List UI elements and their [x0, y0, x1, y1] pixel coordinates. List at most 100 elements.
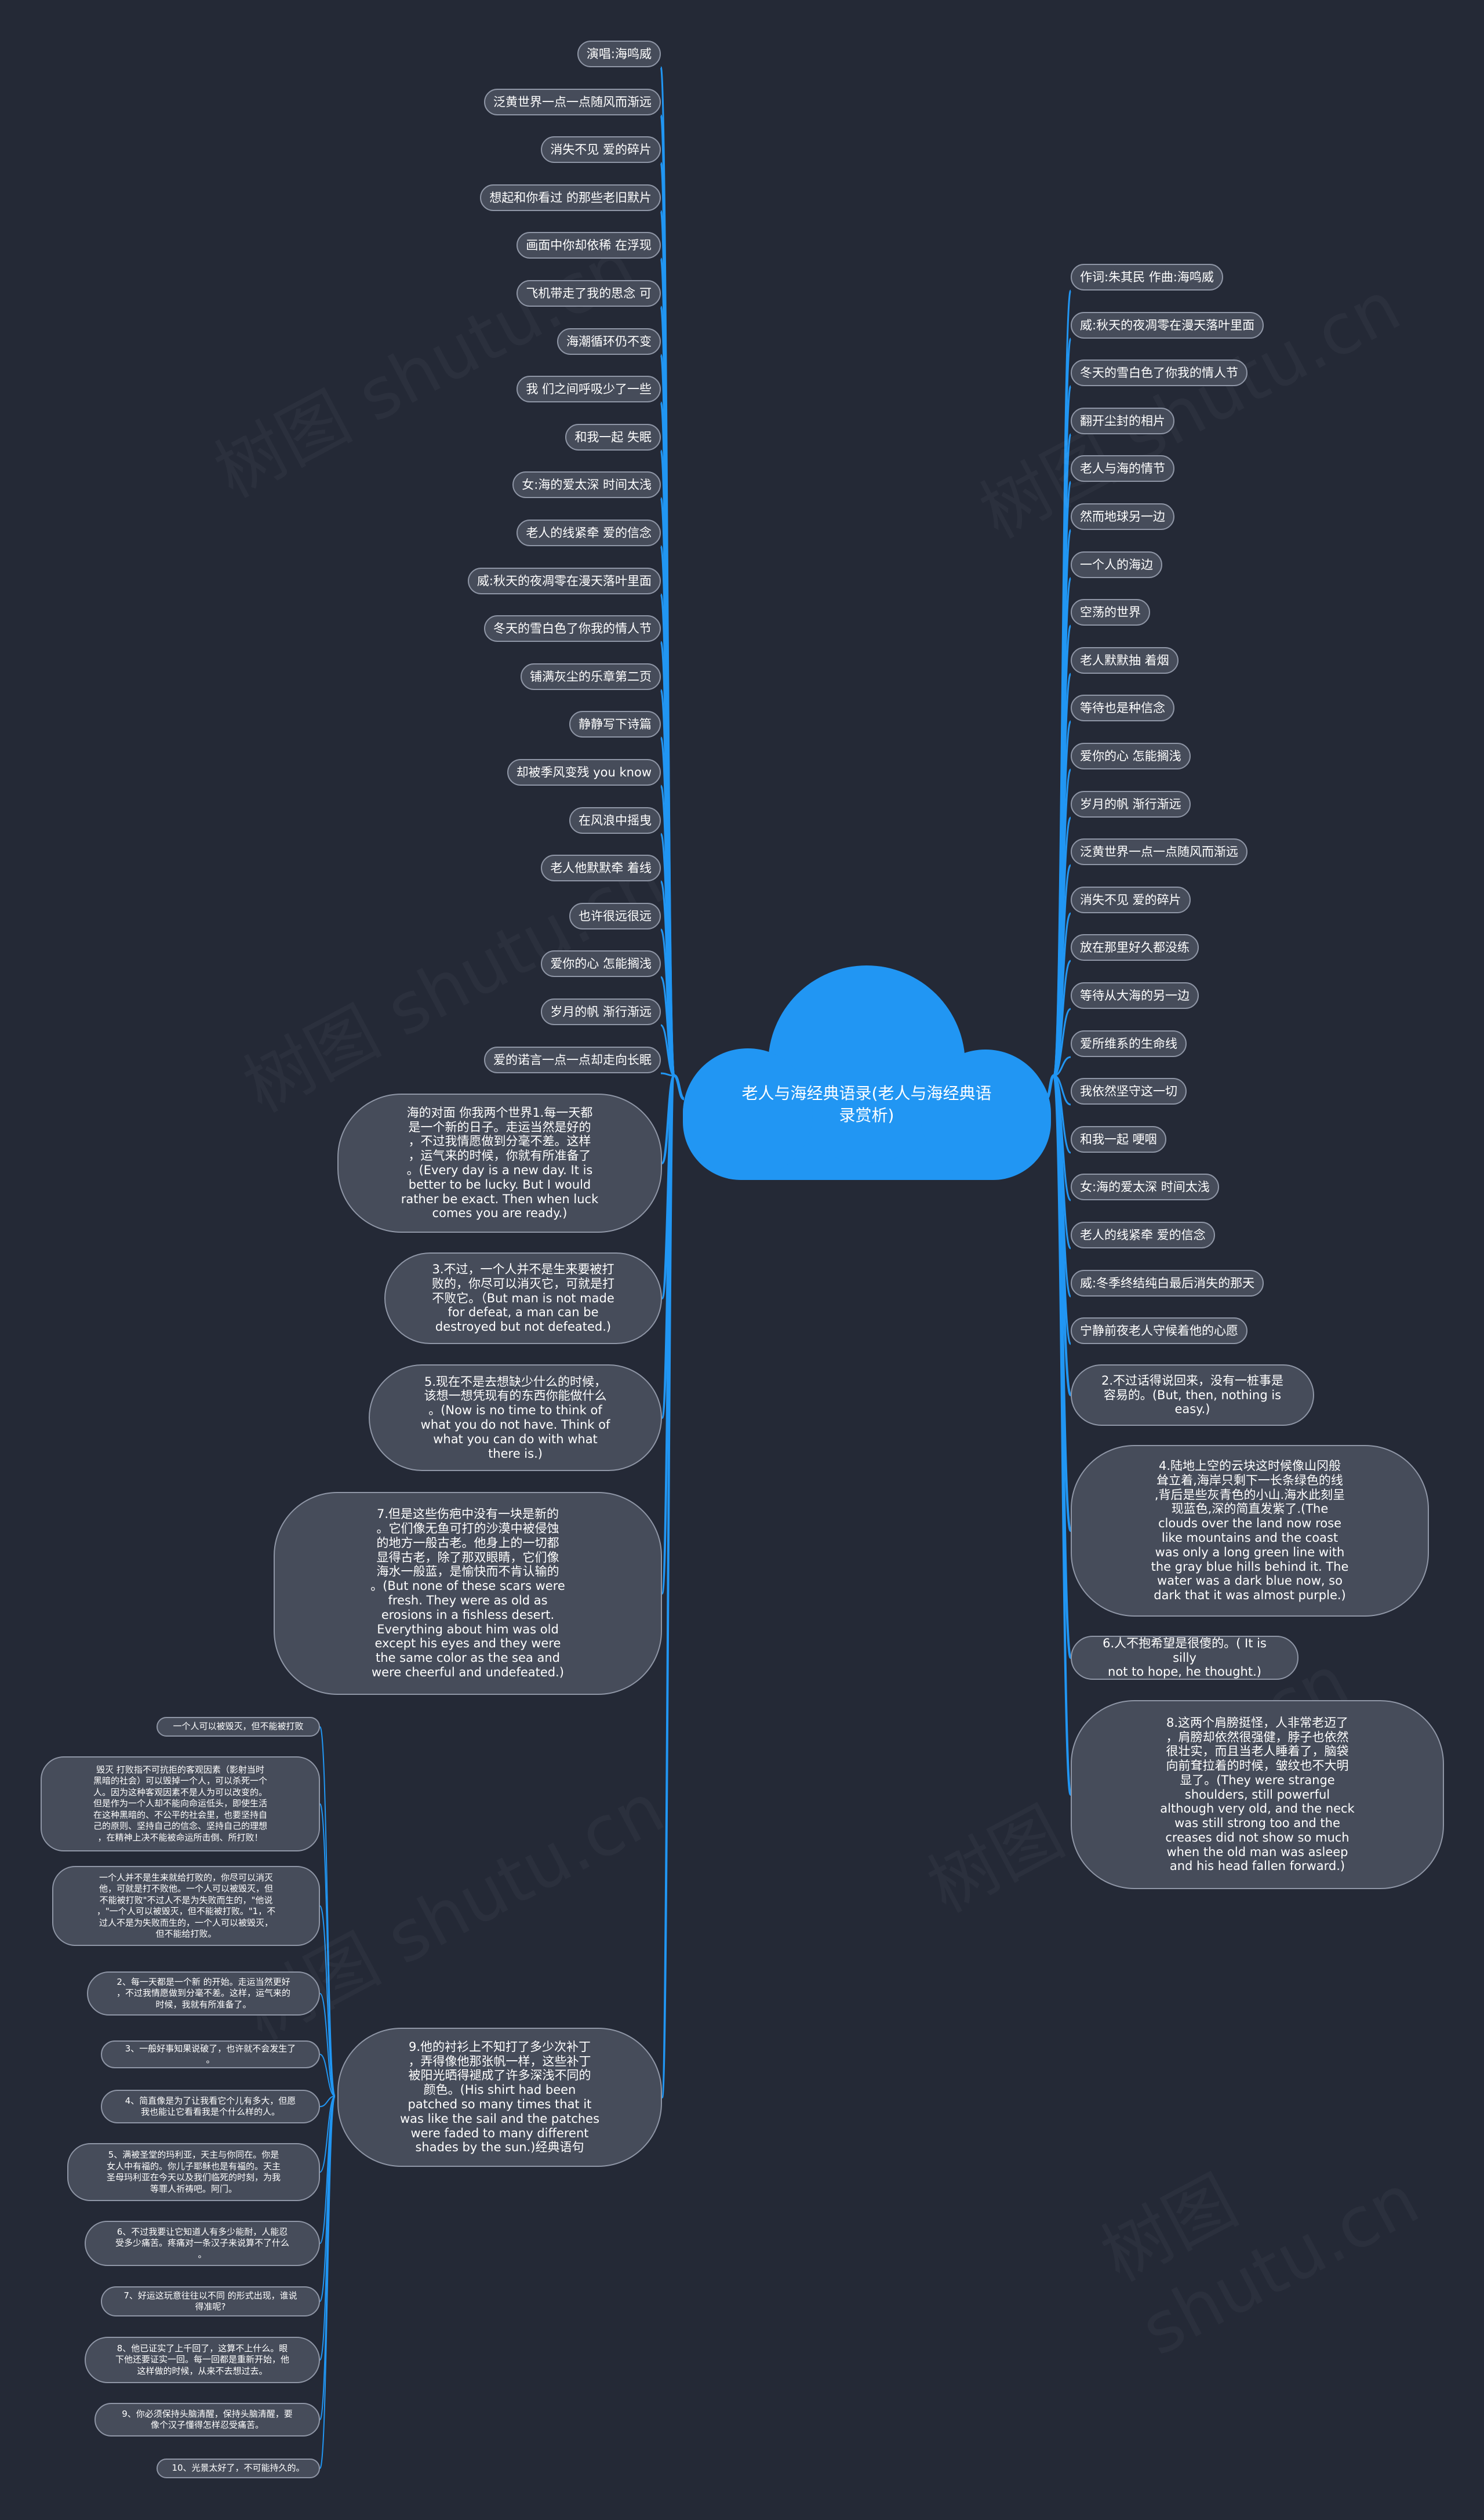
sub-quote-item[interactable]: 一个人并不是生来就给打败的，你尽可以消灭 他，可就是打不败他。一个人可以被毁灭，…	[52, 1866, 320, 1946]
right-lyric-item[interactable]: 女:海的爱太深 时间太浅	[1071, 1174, 1219, 1200]
left-quote-bubble[interactable]: 7.但是这些伤疤中没有一块是新的 。它们像无鱼可打的沙漠中被侵蚀 的地方一般古老…	[274, 1492, 662, 1695]
left-quote-bubble[interactable]: 9.他的衬衫上不知打了多少次补丁 ，弄得像他那张帆一样，这些补丁 被阳光晒得褪成…	[337, 2028, 662, 2167]
left-quote-bubble-label: 5.现在不是去想缺少什么的时候， 该想一想凭现有的东西你能做什么 。(Now i…	[420, 1374, 610, 1461]
right-lyric-item[interactable]: 放在那里好久都没练	[1071, 934, 1199, 961]
right-lyric-item[interactable]: 等待也是种信念	[1071, 695, 1174, 721]
left-quote-bubble[interactable]: 3.不过，一个人并不是生来要被打 败的，你尽可以消灭它，可就是打 不败它。（Bu…	[384, 1252, 662, 1344]
left-lyric-item-label: 飞机带走了我的思念 可	[526, 286, 652, 300]
right-lyric-item[interactable]: 空荡的世界	[1071, 599, 1150, 626]
sub-quote-item-label: 2、每一天都是一个新 的开始。走运当然更好 ，不过我情愿做到分毫不差。这样，运气…	[116, 1976, 290, 2010]
right-lyric-item[interactable]: 和我一起 哽咽	[1071, 1126, 1166, 1153]
right-lyric-item[interactable]: 泛黄世界一点一点随风而渐远	[1071, 838, 1247, 865]
branch-edge	[319, 2054, 336, 2097]
left-lyric-item[interactable]: 却被季风变残 you know	[507, 759, 661, 786]
right-lyric-item[interactable]: 老人的线紧牵 爱的信念	[1071, 1222, 1215, 1248]
left-lyric-item-label: 爱的诺言一点一点却走向长眠	[493, 1052, 652, 1067]
left-lyric-item[interactable]: 女:海的爱太深 时间太浅	[512, 471, 661, 498]
right-lyric-item-label: 空荡的世界	[1080, 605, 1141, 619]
right-quote-bubble[interactable]: 2.不过话得说回来，没有一桩事是 容易的。(But, then, nothing…	[1071, 1364, 1314, 1426]
right-lyric-item[interactable]: 一个人的海边	[1071, 551, 1162, 578]
left-lyric-item[interactable]: 泛黄世界一点一点随风而渐远	[484, 89, 661, 115]
right-lyric-item-label: 冬天的雪白色了你我的情人节	[1080, 365, 1238, 380]
left-lyric-item[interactable]: 爱你的心 怎能搁浅	[541, 950, 661, 977]
left-lyric-item[interactable]: 和我一起 失眠	[565, 424, 661, 451]
right-lyric-item[interactable]: 然而地球另一边	[1071, 503, 1174, 530]
right-lyric-item[interactable]: 威:秋天的夜凋零在漫天落叶里面	[1071, 312, 1264, 339]
left-lyric-item-label: 岁月的帆 渐行渐远	[550, 1004, 652, 1019]
left-lyric-item-label: 我 们之间呼吸少了一些	[526, 382, 652, 396]
branch-edge	[319, 1993, 336, 2097]
right-lyric-item-label: 岁月的帆 渐行渐远	[1080, 797, 1181, 811]
left-lyric-item[interactable]: 在风浪中摇曳	[569, 807, 661, 834]
right-lyric-item-label: 女:海的爱太深 时间太浅	[1080, 1179, 1210, 1194]
sub-quote-item-label: 9、你必须保持头脑清醒，保持头脑清醒，要 像个汉子懂得怎样忍受痛苦。	[122, 2408, 293, 2431]
right-lyric-item-label: 威:秋天的夜凋零在漫天落叶里面	[1080, 318, 1255, 332]
right-lyric-item-label: 老人与海的情节	[1080, 461, 1165, 475]
branch-edge	[1045, 1074, 1056, 1101]
sub-quote-item[interactable]: 7、好运这玩意往往以不同 的形式出现，谁说 得准呢?	[101, 2286, 320, 2316]
sub-quote-item[interactable]: 6、不过我要让它知道人有多少能耐，人能忍 受多少痛苦。疼痛对一条汉子来说算不了什…	[85, 2221, 320, 2266]
right-lyric-item[interactable]: 作词:朱其民 作曲:海鸣威	[1071, 264, 1223, 291]
left-quote-bubble[interactable]: 海的对面 你我两个世界1.每一天都 是一个新的日子。走运当然是好的 ，不过我情愿…	[337, 1094, 662, 1233]
branch-edge	[1053, 1074, 1072, 1796]
left-lyric-item[interactable]: 也许很远很远	[569, 903, 661, 929]
right-lyric-item[interactable]: 老人默默抽 着烟	[1071, 647, 1179, 674]
left-lyric-item-label: 爱你的心 怎能搁浅	[550, 956, 652, 971]
right-lyric-item[interactable]: 消失不见 爱的碎片	[1071, 887, 1191, 913]
right-lyric-item[interactable]: 我依然坚守这一切	[1071, 1078, 1187, 1105]
left-lyric-item[interactable]: 静静写下诗篇	[569, 711, 661, 738]
left-lyric-item[interactable]: 爱的诺言一点一点却走向长眠	[484, 1047, 661, 1073]
right-lyric-item-label: 泛黄世界一点一点随风而渐远	[1080, 844, 1238, 859]
root-topic[interactable]: 老人与海经典语录(老人与海经典语录赏析)	[736, 1070, 997, 1139]
left-lyric-item[interactable]: 铺满灰尘的乐章第二页	[521, 663, 661, 690]
right-lyric-item[interactable]: 等待从大海的另一边	[1071, 982, 1199, 1009]
left-lyric-item-label: 威:秋天的夜凋零在漫天落叶里面	[477, 573, 652, 588]
left-lyric-item[interactable]: 老人他默默牵 着线	[541, 855, 661, 881]
right-lyric-item[interactable]: 威:冬季终结纯白最后消失的那天	[1071, 1270, 1264, 1297]
sub-quote-item-label: 7、好运这玩意往往以不同 的形式出现，谁说 得准呢?	[123, 2290, 297, 2312]
branch-edge	[673, 1074, 685, 1101]
right-lyric-item-label: 和我一起 哽咽	[1080, 1132, 1157, 1146]
sub-quote-item[interactable]: 5、满被圣堂的玛利亚，天主与你同在。你是 女人中有福的。你儿子耶稣也是有福的。天…	[67, 2143, 320, 2201]
left-lyric-item-label: 冬天的雪白色了你我的情人节	[493, 621, 652, 636]
branch-edge	[319, 1905, 336, 2097]
left-lyric-item[interactable]: 消失不见 爱的碎片	[541, 136, 661, 163]
right-quote-bubble[interactable]: 8.这两个肩膀挺怪，人非常老迈了 ，肩膀却依然很强健，脖子也依然 很壮实，而且当…	[1071, 1700, 1444, 1889]
right-quote-bubble[interactable]: 4.陆地上空的云块这时候像山冈般 耸立着,海岸只剩下一长条绿色的线 ,背后是些灰…	[1071, 1445, 1429, 1617]
sub-quote-item[interactable]: 4、简直像是为了让我看它个儿有多大，但愿 我也能让它看看我是个什么样的人。	[101, 2090, 320, 2123]
branch-edge	[319, 2096, 336, 2107]
left-lyric-item[interactable]: 演唱:海鸣威	[577, 41, 661, 67]
left-lyric-item[interactable]: 飞机带走了我的思念 可	[517, 280, 661, 307]
right-lyric-item[interactable]: 宁静前夜老人守候着他的心愿	[1071, 1317, 1247, 1344]
right-lyric-item[interactable]: 爱你的心 怎能搁浅	[1071, 743, 1191, 769]
right-lyric-item[interactable]: 岁月的帆 渐行渐远	[1071, 791, 1191, 818]
right-lyric-item[interactable]: 冬天的雪白色了你我的情人节	[1071, 360, 1247, 386]
left-lyric-item[interactable]: 海潮循环仍不变	[557, 328, 661, 355]
sub-quote-item[interactable]: 3、一般好事知果说破了，也许就不会发生了 。	[101, 2040, 320, 2068]
left-quote-bubble[interactable]: 5.现在不是去想缺少什么的时候， 该想一想凭现有的东西你能做什么 。(Now i…	[369, 1364, 662, 1471]
left-lyric-item[interactable]: 我 们之间呼吸少了一些	[517, 376, 661, 402]
left-lyric-item[interactable]: 画面中你却依稀 在浮现	[517, 232, 661, 259]
left-lyric-item[interactable]: 冬天的雪白色了你我的情人节	[484, 615, 661, 642]
right-lyric-item-label: 宁静前夜老人守候着他的心愿	[1080, 1323, 1238, 1338]
sub-quote-item[interactable]: 8、他已证实了上千回了，这算不上什么。眼 下他还要证实一回。每一回都是重新开始，…	[85, 2337, 320, 2383]
left-lyric-item[interactable]: 老人的线紧牵 爱的信念	[517, 520, 661, 546]
right-lyric-item-label: 然而地球另一边	[1080, 509, 1165, 524]
left-lyric-item[interactable]: 岁月的帆 渐行渐远	[541, 998, 661, 1025]
right-lyric-item-label: 爱所维系的生命线	[1080, 1036, 1177, 1051]
left-lyric-item[interactable]: 威:秋天的夜凋零在漫天落叶里面	[467, 568, 661, 594]
right-lyric-item[interactable]: 翻开尘封的相片	[1071, 408, 1174, 434]
sub-quote-item[interactable]: 一个人可以被毁灭，但不能被打败	[157, 1717, 320, 1737]
sub-quote-item[interactable]: 毁灭 打败指不可抗拒的客观因素（影射当时 黑暗的社会）可以毁掉一个人，可以杀死一…	[41, 1756, 320, 1851]
left-lyric-item[interactable]: 想起和你看过 的那些老旧默片	[480, 184, 661, 211]
sub-quote-item[interactable]: 2、每一天都是一个新 的开始。走运当然更好 ，不过我情愿做到分毫不差。这样，运气…	[87, 1971, 320, 2016]
sub-quote-item-label: 5、满被圣堂的玛利亚，天主与你同在。你是 女人中有福的。你儿子耶稣也是有福的。天…	[106, 2149, 281, 2194]
sub-quote-item-label: 6、不过我要让它知道人有多少能耐，人能忍 受多少痛苦。疼痛对一条汉子来说算不了什…	[115, 2226, 289, 2260]
right-lyric-item-label: 等待也是种信念	[1080, 700, 1165, 715]
right-quote-bubble[interactable]: 6.人不抱希望是很傻的。( It is silly not to hope, h…	[1071, 1636, 1298, 1680]
sub-quote-item[interactable]: 10、光景太好了，不可能持久的。	[157, 2459, 320, 2478]
right-lyric-item[interactable]: 爱所维系的生命线	[1071, 1030, 1187, 1057]
sub-quote-item[interactable]: 9、你必须保持头脑清醒，保持头脑清醒，要 像个汉子懂得怎样忍受痛苦。	[94, 2403, 320, 2437]
right-lyric-item[interactable]: 老人与海的情节	[1071, 455, 1174, 482]
